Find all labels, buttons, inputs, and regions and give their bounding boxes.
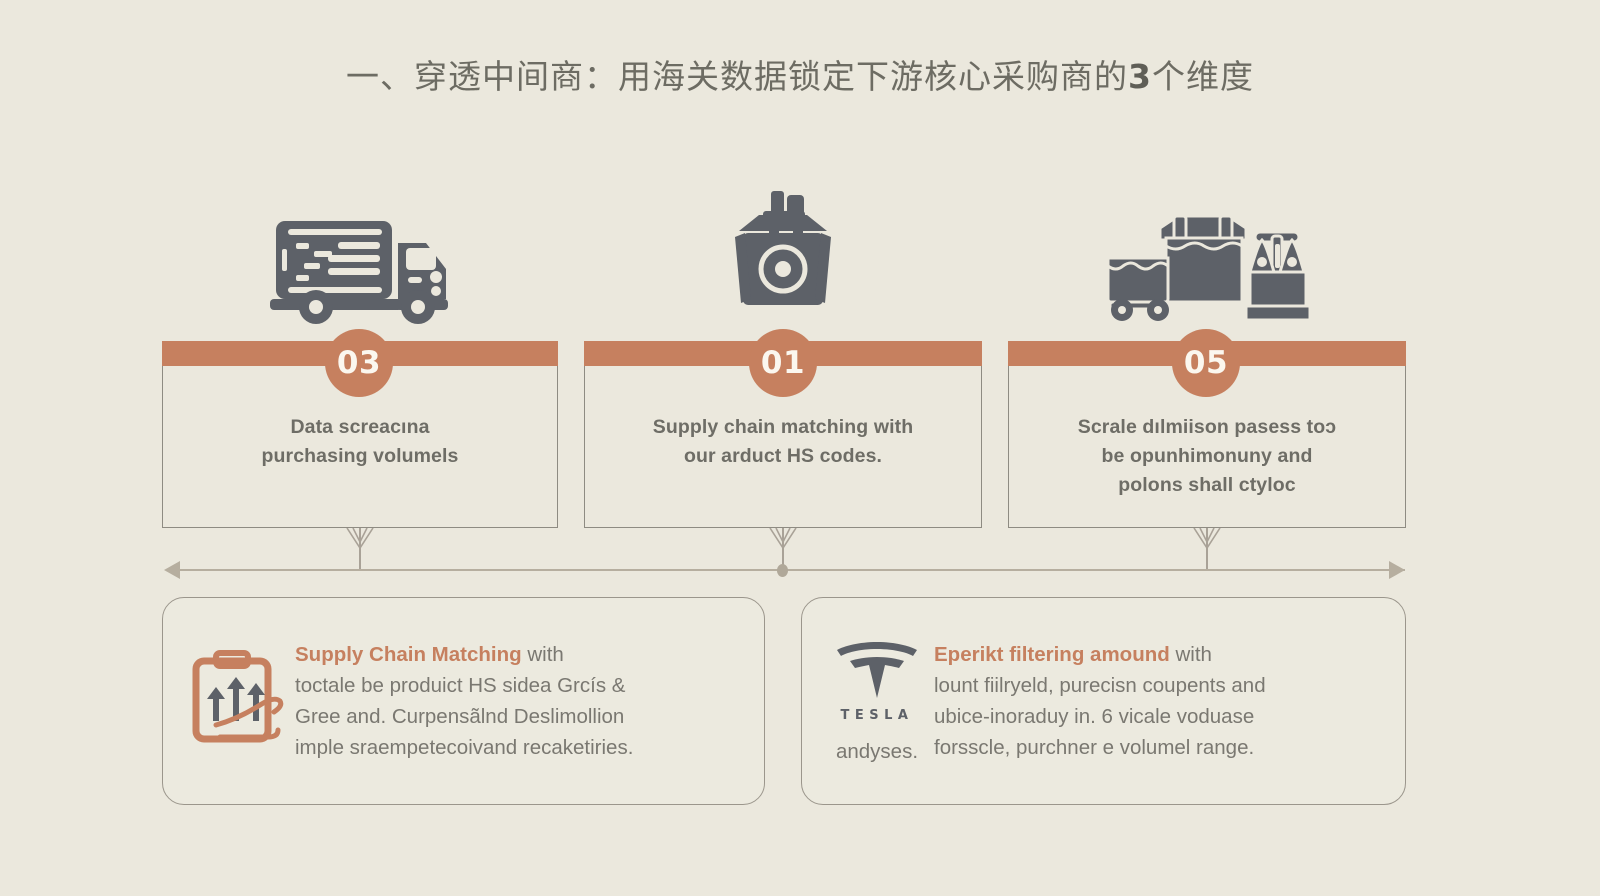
chevron-down-icon: [769, 528, 797, 550]
page-title: 一、穿透中间商：用海关数据锁定下游核心采购商的3个维度: [0, 50, 1600, 98]
panel-2-line-2: lount fiilryeld, purecisn coupents and: [934, 674, 1266, 697]
step-1-text-line-2: purchasing volumels: [261, 445, 459, 467]
step-1-text-line-1: Data screacına: [290, 416, 430, 438]
open-box-package-icon: [735, 191, 831, 305]
info-panel-2[interactable]: TESLA andyses. Eperikt filtering amound …: [801, 597, 1406, 805]
step-3-text-line-1: Scrale dılmiison pasess toɔ: [1077, 416, 1337, 438]
step-3-number-badge: 05: [1172, 329, 1240, 397]
step-2-text-line-2: our arduct HS codes.: [683, 445, 883, 467]
step-2-number-badge: 01: [749, 329, 817, 397]
panel-2-line-4: forsscle, purchner e volumel range.: [934, 736, 1255, 759]
chevron-down-icon: [346, 528, 374, 550]
step-3-icon-wrap: [1008, 180, 1406, 325]
step-2-text: Supply chain matching with our arduct HS…: [584, 413, 982, 471]
delivery-truck-icon: [270, 221, 448, 324]
step-2-text-line-1: Supply chain matching with: [652, 416, 914, 438]
tesla-wordmark: TESLA: [840, 707, 914, 723]
step-1-text: Data screacına purchasing volumels: [162, 413, 558, 471]
step-1-number-badge: 03: [325, 329, 393, 397]
panel-1-line-4: imple sraempetecoivand recaketiries.: [295, 736, 634, 759]
step-2-icon-wrap: [584, 180, 982, 325]
panel-1-highlight: Supply Chain Matching: [295, 643, 522, 666]
page-title-suffix: 个维度: [1151, 57, 1254, 96]
panel-1-line-3: Gree and. Curpensãlnd Deslimollion: [295, 705, 625, 728]
arrow-right-icon: [1389, 561, 1405, 579]
timeline-dot: [777, 564, 788, 577]
tesla-logo-icon: [837, 641, 917, 698]
tesla-caption: andyses.: [835, 739, 919, 763]
cargo-scale-icon: [1106, 214, 1315, 322]
step-3-text-line-2: be opunhimonuny and: [1101, 445, 1313, 467]
info-panel-1[interactable]: Supply Chain Matching with toctale be pr…: [162, 597, 765, 805]
panel-1-after-highlight: with: [521, 643, 564, 666]
panel-1-line-2: toctale be produict HS sidea Grcís &: [295, 674, 626, 697]
panel-1-icon-wrap: [163, 649, 295, 753]
panel-2-text: Eperikt filtering amound with lount fiil…: [934, 639, 1284, 763]
step-3-text: Scrale dılmiison pasess toɔ be opunhimon…: [1008, 413, 1406, 500]
panel-2-highlight: Eperikt filtering amound: [934, 643, 1170, 666]
step-3-text-line-3: polons shall ctyloc: [1118, 474, 1296, 496]
panel-1-text: Supply Chain Matching with toctale be pr…: [295, 639, 651, 763]
panel-2-after-highlight: with: [1169, 643, 1212, 666]
chevron-down-icon: [1193, 528, 1221, 550]
page-title-number: 3: [1128, 57, 1152, 96]
panel-2-line-3: ubice-inoraduy in. 6 vicale voduase: [934, 705, 1255, 728]
arrow-left-icon: [164, 561, 180, 579]
page-title-prefix: 一、穿透中间商：用海关数据锁定下游核心采购商的: [346, 57, 1129, 96]
clipboard-growth-chart-icon: [192, 650, 284, 743]
step-1-icon-wrap: [162, 180, 558, 325]
panel-2-icon-wrap: TESLA andyses.: [802, 639, 934, 764]
